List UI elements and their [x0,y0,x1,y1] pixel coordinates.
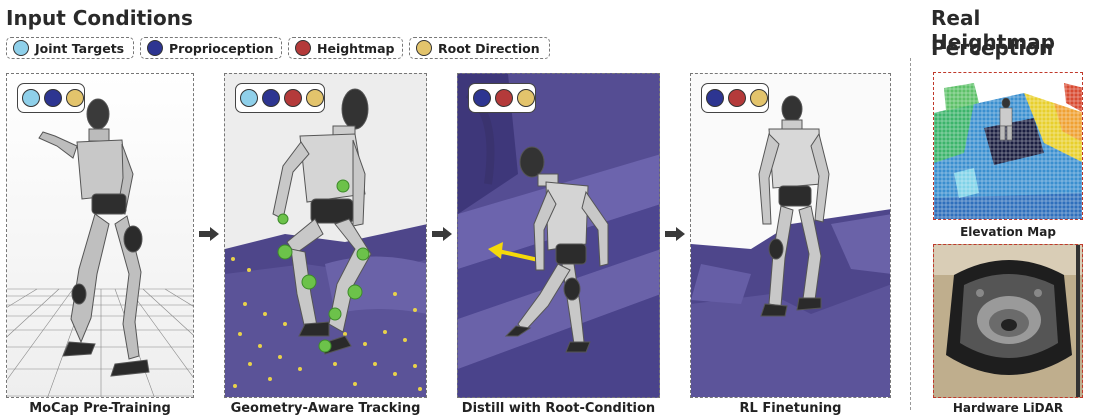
condition-badge [17,83,85,113]
elevation-map-illustration [934,73,1082,219]
arrow-right-icon [665,227,685,241]
root-direction-dot-icon [306,89,324,107]
caption-hardware-lidar: Hardware LiDAR [952,401,1064,415]
heightmap-dot-icon [295,40,311,56]
condition-badge [235,83,325,113]
joint-targets-dot-icon [240,89,258,107]
rl-scene-illustration [691,74,890,397]
proprioception-dot-icon [706,89,724,107]
caption-geometry-aware-tracking: Geometry-Aware Tracking [230,401,421,416]
joint-targets-dot-icon [22,89,40,107]
proprioception-dot-icon [473,89,491,107]
heightmap-dot-icon [495,89,513,107]
heightmap-dot-icon [728,89,746,107]
lidar-illustration [934,245,1082,397]
root-direction-dot-icon [66,89,84,107]
elevation-map-image [933,72,1083,220]
arrow-right-icon [199,227,219,241]
caption-elevation-map: Elevation Map [960,225,1056,239]
caption-mocap-pretraining: MoCap Pre-Training [29,401,171,416]
condition-badge [468,83,536,113]
side-title-line1: Real Heightmap [931,6,1055,54]
proprioception-dot-icon [262,89,280,107]
panel-geometry-aware-tracking [224,73,427,398]
caption-distill-root-condition: Distill with Root-Condition [461,401,656,416]
section-divider [910,58,911,410]
mocap-scene-illustration [7,74,193,397]
legend-label: Root Direction [438,40,540,56]
side-title-line2: Perception [931,36,1054,60]
legend-root-direction: Root Direction [409,37,550,59]
panel-distill-root-condition [457,73,660,398]
proprioception-dot-icon [44,89,62,107]
distill-scene-illustration [458,74,659,397]
arrow-right-icon [432,227,452,241]
panel-mocap-pretraining [6,73,194,398]
root-direction-dot-icon [416,40,432,56]
page-title: Input Conditions [6,6,193,30]
hardware-lidar-photo [933,244,1083,398]
panel-rl-finetuning [690,73,891,398]
heightmap-dot-icon [284,89,302,107]
legend-proprioception: Proprioception [140,37,282,59]
root-direction-dot-icon [750,89,768,107]
legend-label: Joint Targets [35,40,125,56]
condition-badge [701,83,769,113]
legend-heightmap: Heightmap [288,37,403,59]
legend-label: Proprioception [169,40,274,56]
root-direction-dot-icon [517,89,535,107]
tracking-scene-illustration [225,74,426,397]
joint-targets-dot-icon [13,40,29,56]
legend-joint-targets: Joint Targets [6,37,134,59]
legend-label: Heightmap [317,40,395,56]
proprioception-dot-icon [147,40,163,56]
caption-rl-finetuning: RL Finetuning [739,401,842,416]
